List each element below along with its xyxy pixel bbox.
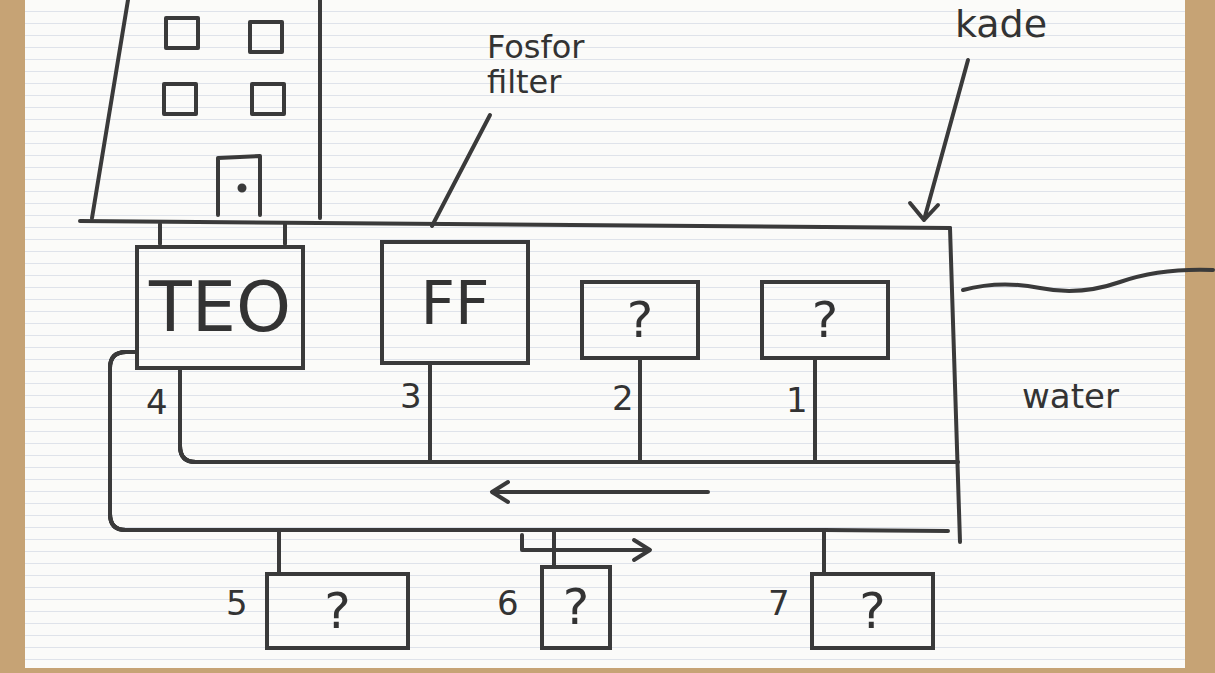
building-window (250, 22, 282, 52)
box-text: TEO (149, 269, 291, 346)
pipe-connector (180, 365, 430, 462)
callout-number: 3 (400, 378, 422, 415)
box-text: FF (420, 270, 489, 336)
tank-box: FF (380, 240, 530, 365)
callout-number: 2 (612, 380, 634, 417)
pipe-connector (180, 360, 640, 462)
callout-number: 4 (146, 384, 168, 421)
building-link (160, 224, 285, 244)
tank-box: TEO (135, 245, 305, 370)
leader-line (432, 115, 490, 226)
pipe-connector (110, 352, 554, 565)
tank-box: ? (810, 572, 935, 650)
quay-wall (950, 228, 960, 542)
flow-arrow (522, 535, 650, 560)
pipe-connector (110, 352, 824, 572)
callout-number: 7 (768, 585, 790, 622)
building-window (166, 18, 198, 48)
quay-edge (80, 221, 950, 228)
building-door (218, 156, 260, 215)
tank-box: ? (540, 565, 612, 650)
tank-box: ? (580, 280, 700, 360)
tank-box: ? (760, 280, 890, 360)
box-text: ? (859, 584, 886, 639)
callout-number: 1 (786, 382, 808, 419)
callout-number: 5 (226, 585, 248, 622)
door-knob (240, 186, 245, 191)
pipe-connector (110, 352, 279, 572)
building-window (252, 84, 284, 114)
pipe-connector (180, 360, 815, 462)
flow-arrow (492, 482, 708, 502)
box-text: ? (627, 293, 654, 348)
pipe-line (815, 460, 958, 464)
tank-box: ? (265, 572, 410, 650)
leader-arrow (910, 60, 968, 220)
building-wall (318, 0, 322, 218)
note-label: Fosfor filter (487, 30, 637, 100)
note-label: water (1022, 378, 1119, 415)
box-text: ? (563, 580, 590, 635)
building-wall (92, 0, 128, 218)
box-text: ? (324, 584, 351, 639)
building-window (164, 84, 196, 114)
note-label: kade (955, 4, 1047, 46)
water-line (963, 270, 1213, 291)
pipe-line (824, 530, 948, 531)
box-text: ? (812, 293, 839, 348)
callout-number: 6 (497, 585, 519, 622)
